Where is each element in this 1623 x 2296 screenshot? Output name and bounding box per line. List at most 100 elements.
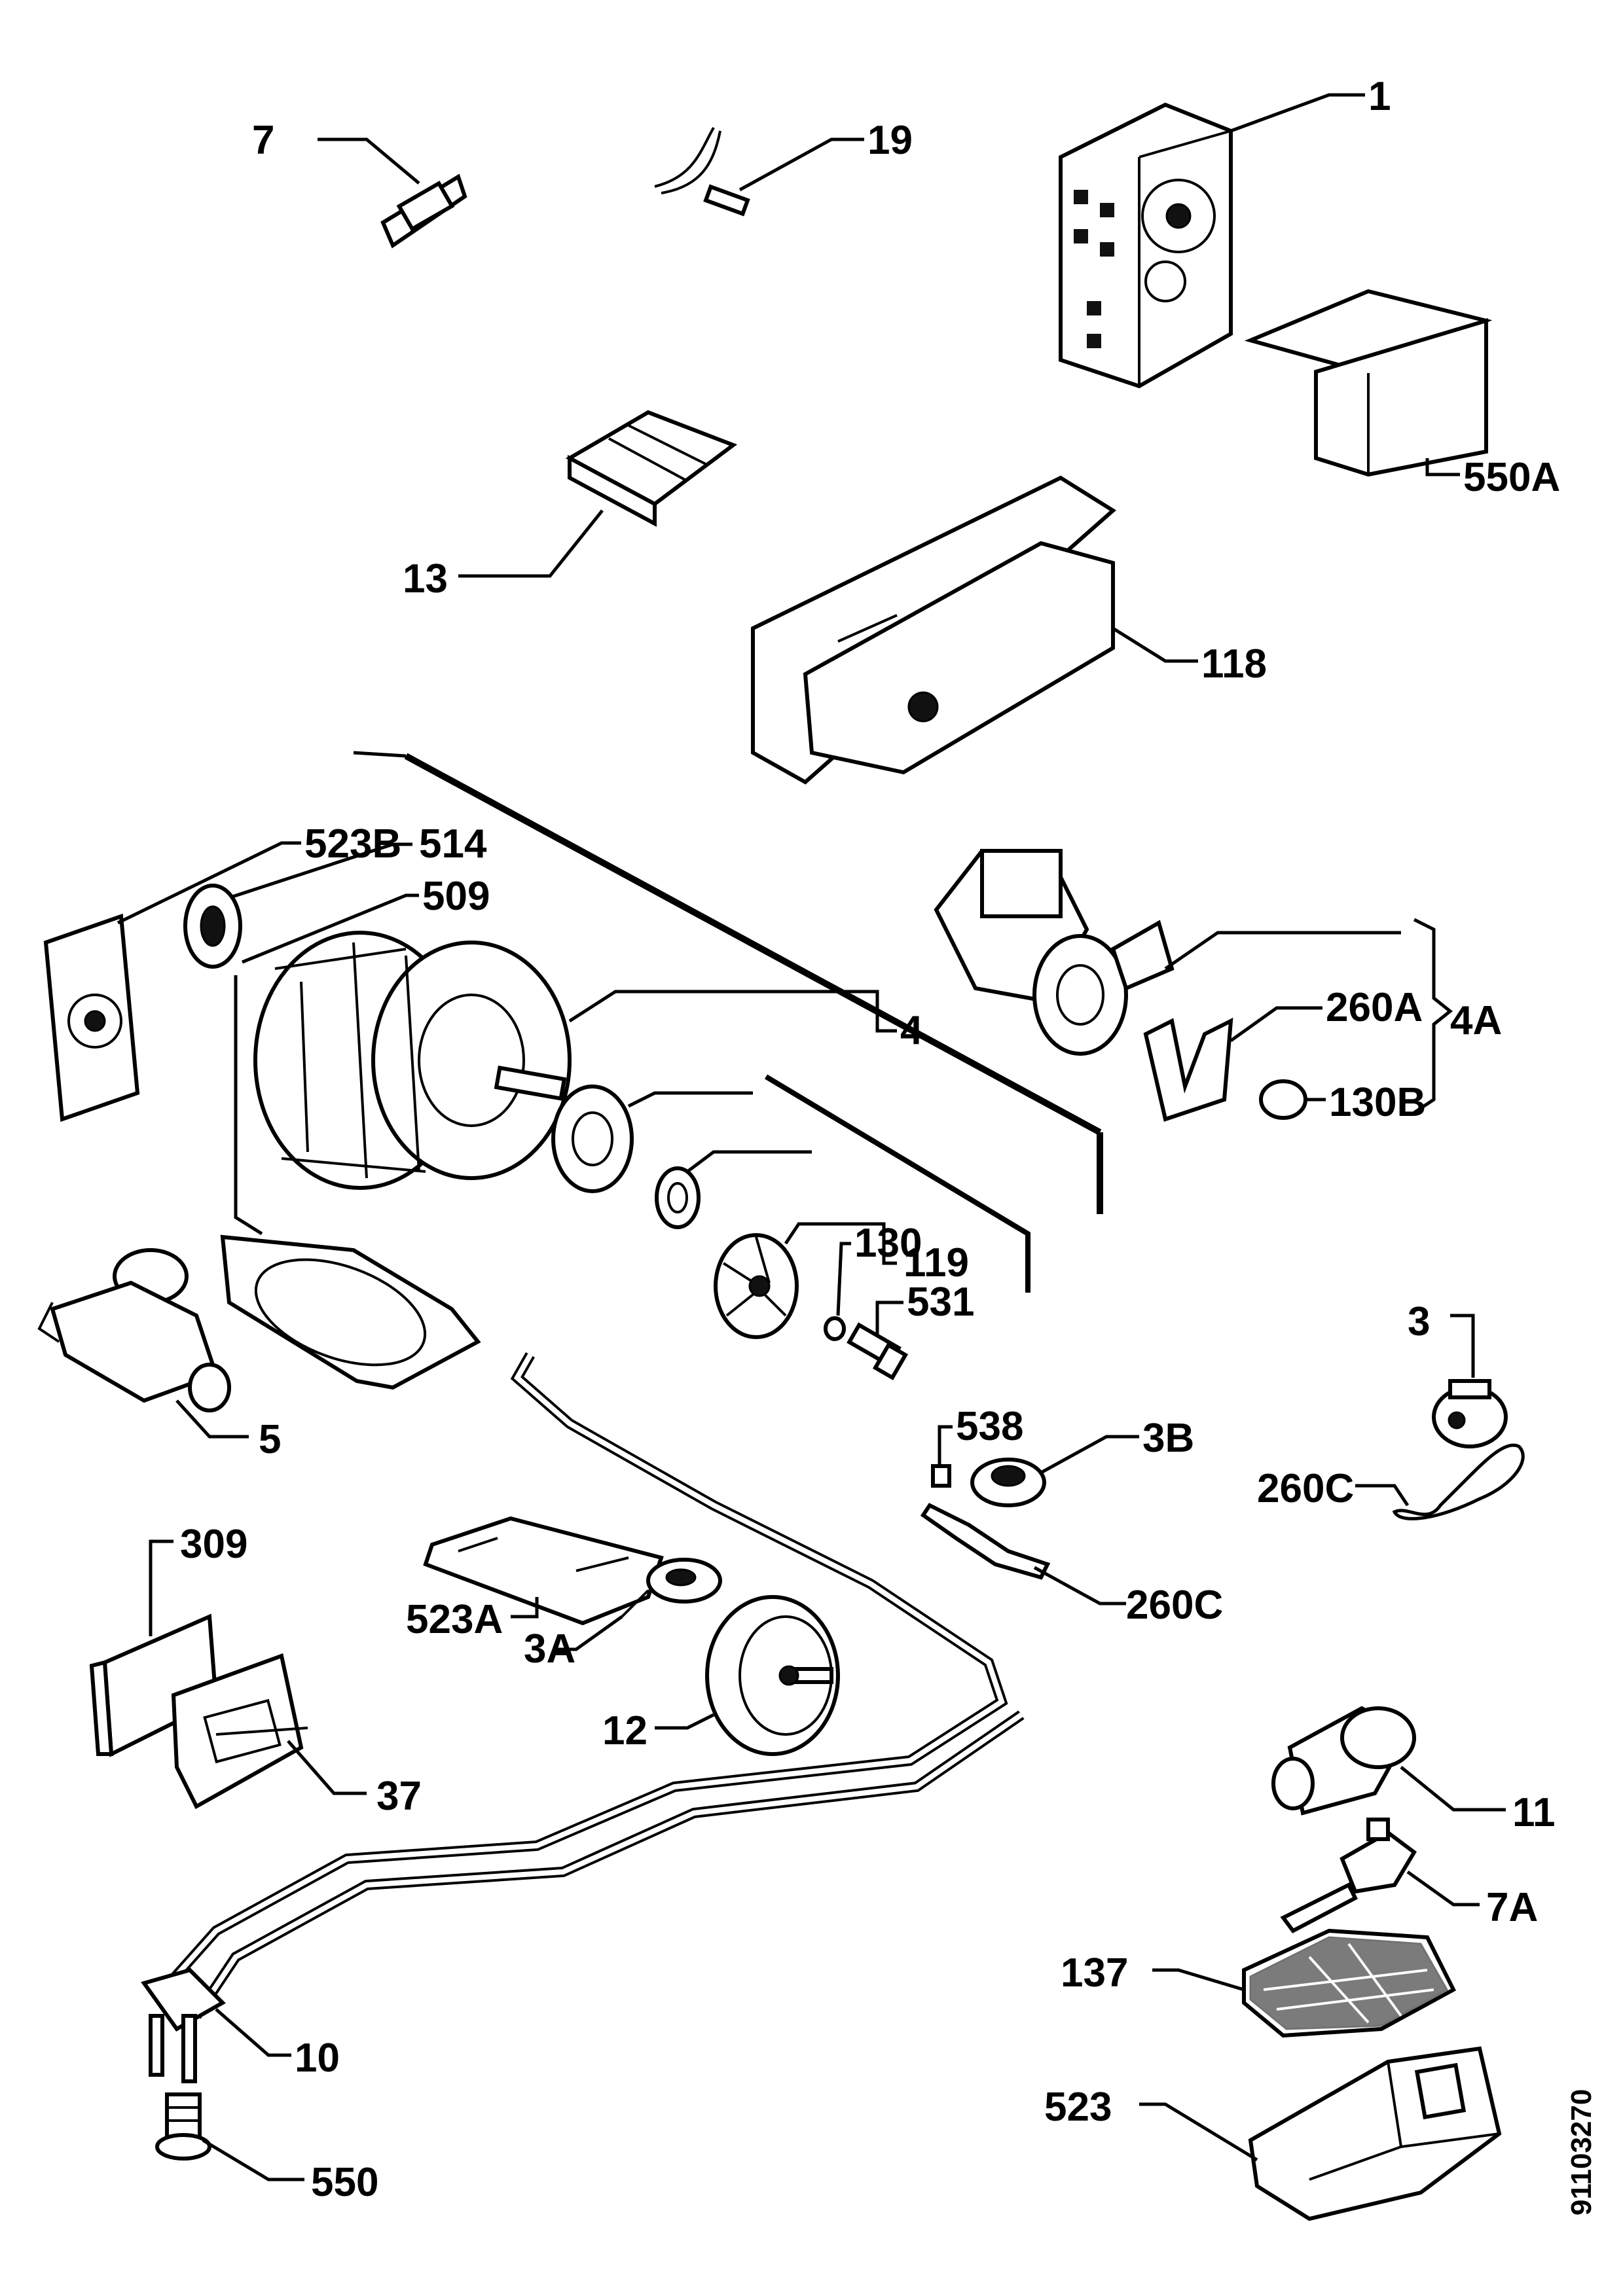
circulation-motor: [253, 931, 572, 1190]
clip-260A: [1143, 1017, 1233, 1122]
leader-130: [836, 1242, 851, 1316]
spring-clip-260C: [1392, 1443, 1525, 1520]
cap-538: [931, 1464, 951, 1488]
o-ring-130B: [1259, 1079, 1307, 1120]
leader-137: [1152, 1968, 1245, 1992]
leader-119-a: [627, 1091, 753, 1108]
label-13: 13: [403, 556, 448, 601]
leader-7: [318, 137, 420, 185]
leader-4A-top: [1164, 931, 1401, 971]
leader-260C-b: [1033, 1566, 1126, 1605]
label-119: 119: [903, 1240, 969, 1285]
detergent-dispenser: [751, 475, 1116, 785]
impeller: [714, 1233, 799, 1339]
label-37: 37: [376, 1774, 422, 1819]
sensor-wire: [654, 127, 750, 217]
label-7: 7: [252, 118, 274, 163]
side-panel: [43, 913, 140, 1122]
label-4A: 4A: [1450, 998, 1502, 1043]
label-509: 509: [422, 874, 490, 919]
label-3: 3: [1408, 1299, 1430, 1344]
leader-523B: [117, 841, 301, 925]
label-260C-b: 260C: [1126, 1583, 1223, 1628]
heating-element-inner: [162, 1354, 1005, 1992]
heating-element-return-inner: [194, 1712, 1023, 2018]
capacitor: [1271, 1706, 1416, 1816]
leader-119-b: [686, 1150, 812, 1173]
label-1: 1: [1368, 74, 1391, 119]
label-531: 531: [907, 1280, 974, 1325]
leader-514: [232, 842, 412, 899]
leader-10: [215, 2008, 291, 2057]
drain-pump: [37, 1248, 231, 1412]
leader-550A: [1425, 458, 1460, 476]
leader-550: [202, 2138, 304, 2181]
base-tray: [1248, 2046, 1502, 2221]
label-260A: 260A: [1326, 985, 1423, 1030]
housing-37: [171, 1653, 308, 1810]
label-130: 130: [854, 1221, 922, 1266]
leader-3B: [1040, 1435, 1139, 1475]
label-12: 12: [602, 1708, 647, 1753]
label-514: 514: [419, 821, 487, 867]
switch-small: [380, 173, 467, 249]
label-3A: 3A: [524, 1626, 575, 1672]
leader-3A: [556, 1615, 623, 1651]
leader-119: [784, 1222, 897, 1265]
label-19: 19: [867, 118, 913, 163]
cover-box: [1244, 289, 1493, 477]
leader-5: [175, 1399, 249, 1439]
leader-309: [149, 1539, 173, 1636]
label-130B: 130B: [1329, 1080, 1426, 1125]
leader-260A: [1230, 1006, 1322, 1043]
heating-element: [160, 1352, 1008, 1994]
label-260C-a: 260C: [1257, 1466, 1354, 1511]
label-7A: 7A: [1486, 1885, 1538, 1930]
plug-550: [155, 2092, 211, 2161]
motor-gasket: [220, 1234, 481, 1390]
timer-unit: [1059, 102, 1233, 389]
leader-509-low: [234, 975, 263, 1236]
leader-260C-a: [1355, 1484, 1410, 1507]
washer-130: [824, 1316, 846, 1341]
thermostat-3: [1432, 1379, 1508, 1448]
housing-309: [89, 1613, 219, 1757]
leader-523A: [511, 1597, 539, 1619]
leader-4: [568, 990, 897, 1033]
leader-3: [1450, 1314, 1475, 1378]
leader-1: [1230, 93, 1365, 133]
leader-12: [655, 1713, 715, 1730]
label-10: 10: [295, 2036, 340, 2081]
bearing-ring: [655, 1166, 701, 1229]
leader-531: [875, 1300, 903, 1335]
leader-523: [1139, 2102, 1258, 2162]
label-137: 137: [1061, 1950, 1128, 1996]
label-538: 538: [956, 1404, 1023, 1449]
label-309: 309: [180, 1522, 247, 1567]
leader-538: [938, 1425, 953, 1466]
group-bracket-start: [353, 751, 407, 758]
leader-7A: [1406, 1870, 1480, 1907]
screw-531: [847, 1322, 909, 1380]
label-118: 118: [1201, 641, 1267, 687]
leader-19: [739, 137, 864, 192]
thermostat-3B: [970, 1458, 1046, 1507]
heater-terminal: [141, 1967, 226, 2083]
leader-11: [1400, 1766, 1506, 1812]
group-bracket-top: [404, 753, 1102, 1136]
brace-4A: [1413, 918, 1453, 1115]
impeller-housing: [551, 1085, 634, 1193]
bracket-260C: [920, 1503, 1051, 1580]
label-3B: 3B: [1142, 1416, 1194, 1461]
label-11: 11: [1512, 1790, 1556, 1835]
dispenser-motor: [705, 1595, 840, 1756]
label-523B: 523B: [304, 821, 401, 867]
leader-509: [242, 893, 419, 964]
microswitch: [1280, 1818, 1417, 1933]
group-bracket-inner: [764, 1074, 1030, 1293]
label-4: 4: [900, 1008, 923, 1053]
label-550: 550: [311, 2160, 378, 2205]
label-5: 5: [259, 1417, 281, 1462]
leader-37: [287, 1740, 367, 1795]
leader-13: [458, 509, 604, 578]
